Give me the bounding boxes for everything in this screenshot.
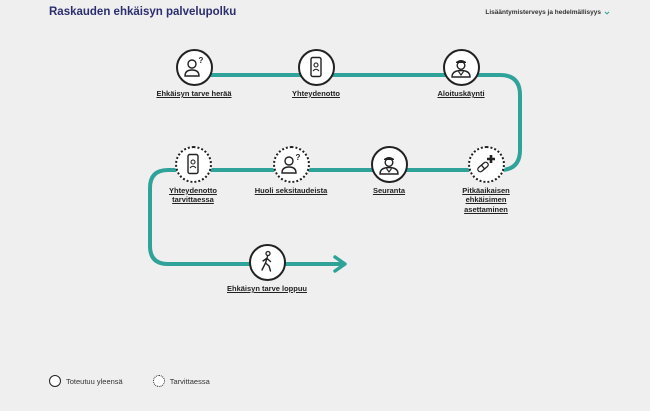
page-title: Raskauden ehkäisyn palvelupolku [49,6,237,18]
solid-circle-icon [49,375,61,387]
step-label-6[interactable]: Huoli seksitaudeista [254,186,328,195]
person-question-icon: ? [184,56,204,77]
step-node-5[interactable] [370,145,408,183]
legend-label-optional: Tarvittaessa [169,376,210,386]
step-label-2[interactable]: Yhteydenotto [292,89,340,98]
topic-dropdown-label: Lisääntymisterveys ja hedelmällisyys [485,9,601,16]
nurse-icon [379,157,399,175]
chevron-down-icon [604,11,610,15]
step-node-1[interactable]: ? [175,48,213,86]
step-node-6[interactable]: ? [272,145,310,183]
step-node-7[interactable] [174,145,212,183]
step-label-3[interactable]: Aloituskäynti [437,89,485,98]
step-label-7[interactable]: Yhteydenotto tarvittaessa [169,186,217,205]
legend-label-usual: Toteutuu yleensä [66,376,123,386]
svg-text:?: ? [199,56,204,65]
path-arrowhead [333,255,347,273]
phone-icon [187,153,199,175]
walking-person-icon [261,250,272,272]
legend-item-optional: Tarvittaessa [152,375,210,387]
step-label-1[interactable]: Ehkäisyn tarve herää [156,89,232,98]
step-node-2[interactable] [297,48,335,86]
step-node-4[interactable] [467,145,505,183]
nurse-icon [451,60,471,78]
step-label-8[interactable]: Ehkäisyn tarve loppuu [226,284,308,293]
pill-plus-icon [477,155,495,173]
dotted-circle-icon [152,375,165,387]
svg-text:?: ? [296,153,301,162]
phone-icon [310,56,322,78]
legend: Toteutuu yleensä Tarvittaessa [49,375,210,387]
topic-dropdown[interactable]: Lisääntymisterveys ja hedelmällisyys [485,9,610,16]
legend-item-usual: Toteutuu yleensä [49,375,123,387]
person-question-icon: ? [281,153,301,174]
step-node-3[interactable] [442,48,480,86]
step-label-5[interactable]: Seuranta [372,186,406,195]
step-label-4[interactable]: Pitkäaikaisen ehkäisimen asettaminen [462,186,510,214]
step-node-8[interactable] [248,243,286,281]
